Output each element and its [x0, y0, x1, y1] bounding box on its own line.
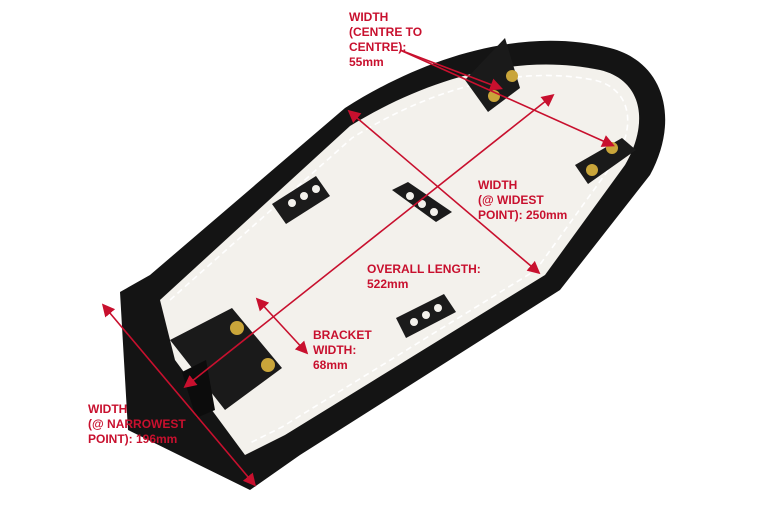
width-centre-arrow-a	[399, 49, 503, 91]
front-bracket-2	[575, 138, 636, 184]
overall-length-label: OVERALL LENGTH: 522mm	[367, 262, 481, 291]
bolt	[586, 164, 598, 176]
bracket-width-line	[255, 297, 309, 355]
width-narrowest-label: WIDTH (@ NARROWEST POINT): 196mm	[88, 402, 186, 446]
bolt	[230, 321, 244, 335]
bolt	[506, 70, 518, 82]
width-widest-label: WIDTH (@ WIDEST POINT): 250mm	[478, 178, 568, 222]
bolt	[261, 358, 275, 372]
width-narrowest-line	[101, 303, 257, 487]
bracket-width-label: BRACKET WIDTH: 68mm	[313, 328, 372, 372]
width-centre-label: WIDTH (CENTRE TO CENTRE): 55mm	[349, 10, 423, 69]
